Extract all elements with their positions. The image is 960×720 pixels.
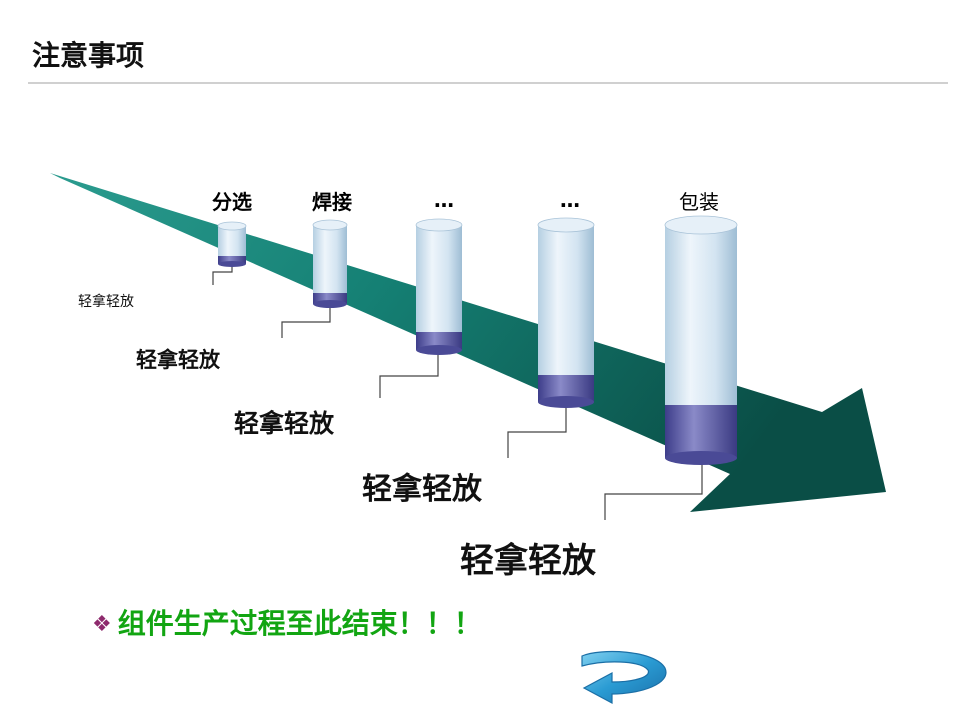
- stage-label-sorting: 分选: [212, 190, 252, 214]
- page-title: 注意事项: [32, 39, 145, 72]
- handling-note: 轻拿轻放: [460, 541, 596, 581]
- stage-cylinder: [415, 218, 463, 355]
- stage-label-ellipsis-1: …: [434, 188, 454, 212]
- handling-note: 轻拿轻放: [362, 472, 482, 507]
- stage-label-packaging: 包装: [679, 190, 719, 214]
- conclusion-line: ❖组件生产过程至此结束！！！: [92, 602, 482, 642]
- connector-line: [604, 462, 703, 520]
- stage-cylinder: [664, 215, 738, 465]
- stage-cylinder: [537, 217, 595, 408]
- handling-note: 轻拿轻放: [78, 294, 134, 310]
- handling-note: 轻拿轻放: [234, 409, 335, 438]
- curved-return-arrow-icon[interactable]: [581, 650, 667, 705]
- diamond-bullet-icon: ❖: [92, 612, 112, 637]
- connector-line: [507, 405, 567, 458]
- title-divider: [28, 82, 948, 84]
- connector-line: [379, 352, 439, 398]
- stage-cylinder: [217, 221, 247, 267]
- stage-label-welding: 焊接: [312, 190, 352, 214]
- stage-label-ellipsis-2: …: [560, 188, 580, 212]
- process-flow-arrow: [50, 173, 886, 512]
- handling-note: 轻拿轻放: [136, 348, 220, 372]
- connector-line: [281, 305, 331, 338]
- stage-cylinder: [312, 219, 348, 308]
- conclusion-text: 组件生产过程至此结束！！！: [117, 607, 482, 640]
